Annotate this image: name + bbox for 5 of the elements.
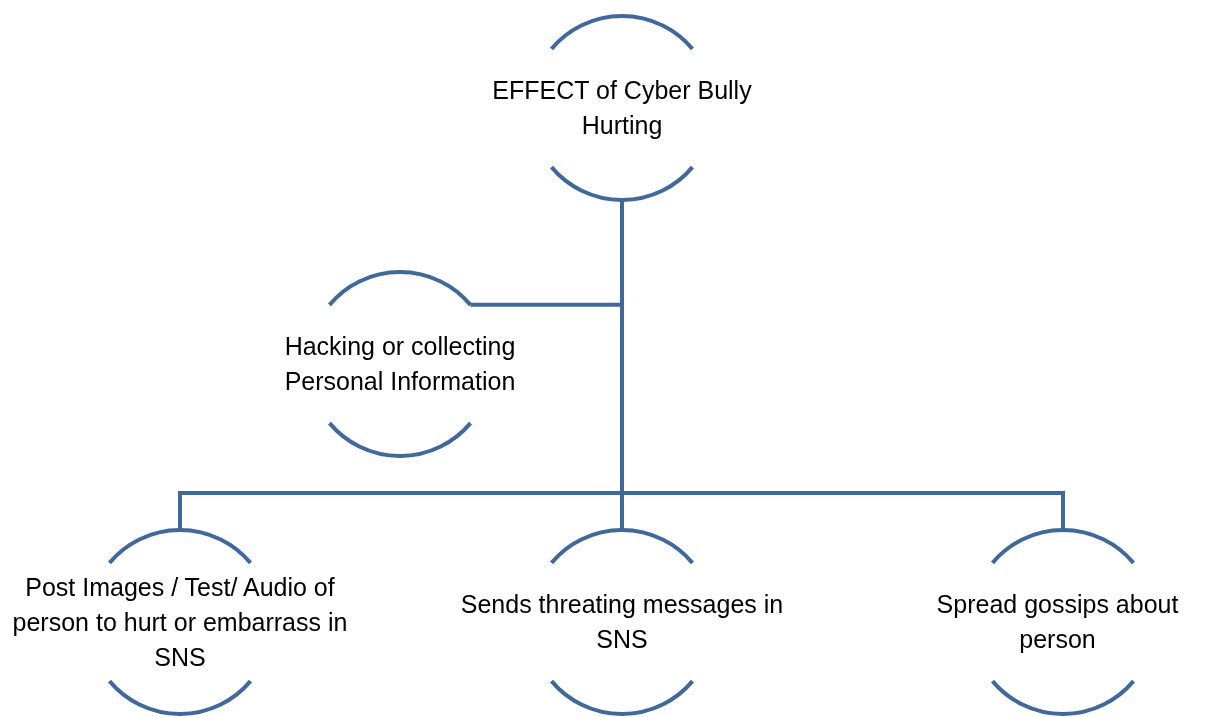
node-label: Sends threating messages in SNS: [459, 589, 785, 655]
node-label: Post Images / Test/ Audio of person to hurt or embarrass in SNS: [11, 571, 349, 673]
node-label: Hacking or collecting Personal Information: [283, 331, 517, 397]
node-label: Spread gossips about person: [935, 589, 1180, 655]
node-label: EFFECT of Cyber Bully Hurting: [491, 75, 753, 141]
